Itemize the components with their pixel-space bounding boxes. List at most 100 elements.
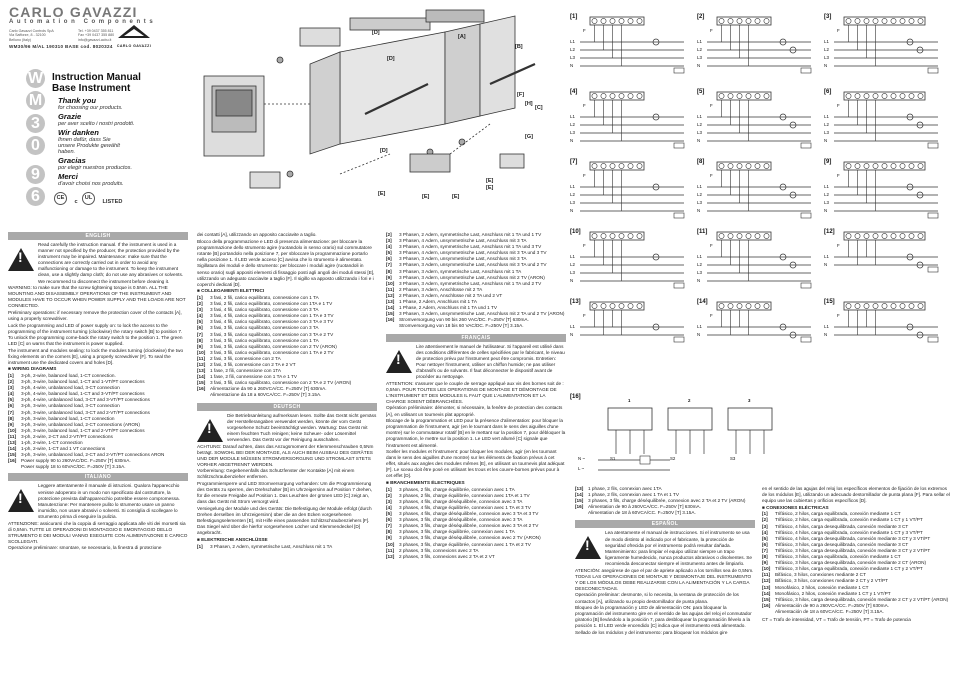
address-left: Carlo Gavazzi Controls SpA Via Safforze,…: [9, 29, 54, 42]
line-label: L3: [824, 55, 829, 60]
de-lock: Programmiersperre und LED Stromversorgun…: [197, 481, 373, 505]
diagram-drawing: [707, 161, 812, 219]
line-label: L2: [824, 122, 829, 127]
it-list: [1]3 fasi, 2 fili, carico equilibrato, c…: [197, 294, 352, 398]
module-label: 2: [688, 398, 691, 403]
line-label: L1: [824, 324, 829, 329]
diagram-drawing: [580, 301, 685, 343]
fr-list-cont: [13]1 phase, 2 fils, connexion avec 1TA …: [575, 486, 746, 516]
line-label: L3: [824, 200, 829, 205]
line-label: L2: [570, 47, 575, 52]
de-warning: Die Betriebsanleitung aufmerksam lesen. …: [227, 412, 377, 442]
column-english: ENGLISH Read carefully the instruction m…: [8, 232, 188, 552]
it-cont: dei contatti [A], utilizzando un apposit…: [197, 232, 317, 237]
diagram-drawing: [707, 301, 812, 343]
diagram-label: [14]: [697, 299, 708, 305]
fr-seal: Sceller les modules et l'instrument: pou…: [386, 449, 565, 479]
diagram-drawing: [580, 231, 685, 289]
line-label: L1: [697, 39, 702, 44]
side-letter-m: M: [26, 91, 45, 110]
side-letter-6: 6: [26, 187, 45, 206]
address-right: Tel. +39 0437 355 811 Fax +39 0437 355 8…: [78, 29, 115, 42]
line-label: L2: [570, 262, 575, 267]
line-label: N: [824, 63, 828, 68]
side-letter-9: 9: [26, 165, 45, 184]
output-label: S3: [730, 456, 736, 461]
line-label: L3: [570, 130, 575, 135]
line-label: L3: [697, 200, 702, 205]
exploded-view-drawing: [D] [A] [B] [D] [F] [H] [C] [G] [D] [E] …: [190, 4, 550, 229]
english-warning: Read carefully the instruction manual. I…: [38, 242, 184, 284]
diagram-label: [5]: [697, 89, 705, 95]
fuse-label: F: [710, 313, 713, 318]
module-label: 1: [628, 398, 631, 403]
de-prep: Vorbereitung: Gegebenenfalls das Schutzf…: [197, 468, 355, 480]
line-label: L1: [570, 114, 575, 119]
line-label: N: [697, 138, 701, 143]
fuse-label: F: [583, 313, 586, 318]
fr-warning: Lire attentivement le manuel de l'utilis…: [416, 343, 565, 379]
es-warning: Lea atentamente el manual de instruccion…: [605, 530, 752, 566]
footnote: CT = Trafo de intensidad, VT = Trafo de …: [762, 616, 911, 622]
output-label: S1: [610, 456, 616, 461]
lang-header-italiano: ITALIANO: [8, 473, 188, 482]
diagram-label: [10]: [570, 229, 581, 235]
output-label: S2: [670, 456, 676, 461]
es-head: ■ CONEXIONES ELÉCTRICAS: [762, 504, 829, 510]
line-label: L3: [824, 130, 829, 135]
diagram-label: [6]: [824, 89, 832, 95]
carlo-gavazzi-logo: CARLO GAVAZZI: [114, 24, 154, 48]
line-label: L2: [824, 47, 829, 52]
line-label: N: [570, 208, 574, 213]
line-label: N: [570, 332, 574, 337]
warning-icon: [575, 536, 601, 560]
document-code: WM30/96 M/AL 190310 BASE cod. 8020324: [9, 44, 113, 49]
es-seal: Sellado de los módulos y del instrumento…: [575, 629, 728, 635]
line-label: L3: [697, 130, 702, 135]
fr-warning2: ATTENTION: s'assurer que le couple de se…: [386, 380, 564, 404]
diagram-label: [12]: [824, 229, 835, 235]
line-label: N: [570, 138, 574, 143]
line-label: N: [697, 278, 701, 283]
es-lock: Bloqueo de la programación y LED de alim…: [575, 605, 752, 629]
diagram-label: [1]: [570, 14, 578, 20]
diagram-drawing: [707, 16, 812, 74]
brand-subtitle: Automation Components: [9, 19, 157, 25]
ul-listed: LISTED: [102, 199, 123, 205]
fuse-label: F: [710, 173, 713, 178]
de-warning2: ACHTUNG: Darauf achten, dass das Anzugsm…: [197, 443, 374, 467]
line-label: L3: [570, 200, 575, 205]
line-label: N: [697, 332, 701, 337]
line-label: N: [824, 138, 828, 143]
diagram-drawing: [707, 91, 812, 149]
fuse-label: F: [837, 243, 840, 248]
diagram-drawing: [834, 301, 939, 343]
fuse-label: F: [837, 173, 840, 178]
line-label: L1: [697, 254, 702, 259]
fr-head: ■ BRANCHEMENTS ÉLECTRIQUES: [386, 480, 465, 486]
greeting-es: Gracias por elegir nuestros productos.: [58, 156, 133, 172]
greetings: Thank you for choosing our products. Gra…: [58, 97, 188, 188]
diagram-label: [11]: [697, 229, 708, 235]
line-label: L2: [697, 47, 702, 52]
line-label: L1: [697, 114, 702, 119]
column-2: dei contatti [A], utilizzando un apposit…: [197, 232, 377, 550]
line-label: L2: [824, 192, 829, 197]
fr-prelim: Opération préliminaire: démonter, si néc…: [386, 405, 563, 417]
italiano-prelim: Operazione preliminare: smontare, se nec…: [8, 545, 162, 551]
warning-icon: [386, 349, 412, 373]
line-label: N: [824, 262, 828, 267]
line-label: N: [570, 63, 574, 68]
line-label: L1: [570, 184, 575, 189]
diagram-drawing: [707, 231, 812, 289]
fuse-label: F: [710, 28, 713, 33]
diagram-label: [7]: [570, 159, 578, 165]
es-seal-cont: en el sentido de las agujas del reloj lo…: [762, 486, 950, 504]
